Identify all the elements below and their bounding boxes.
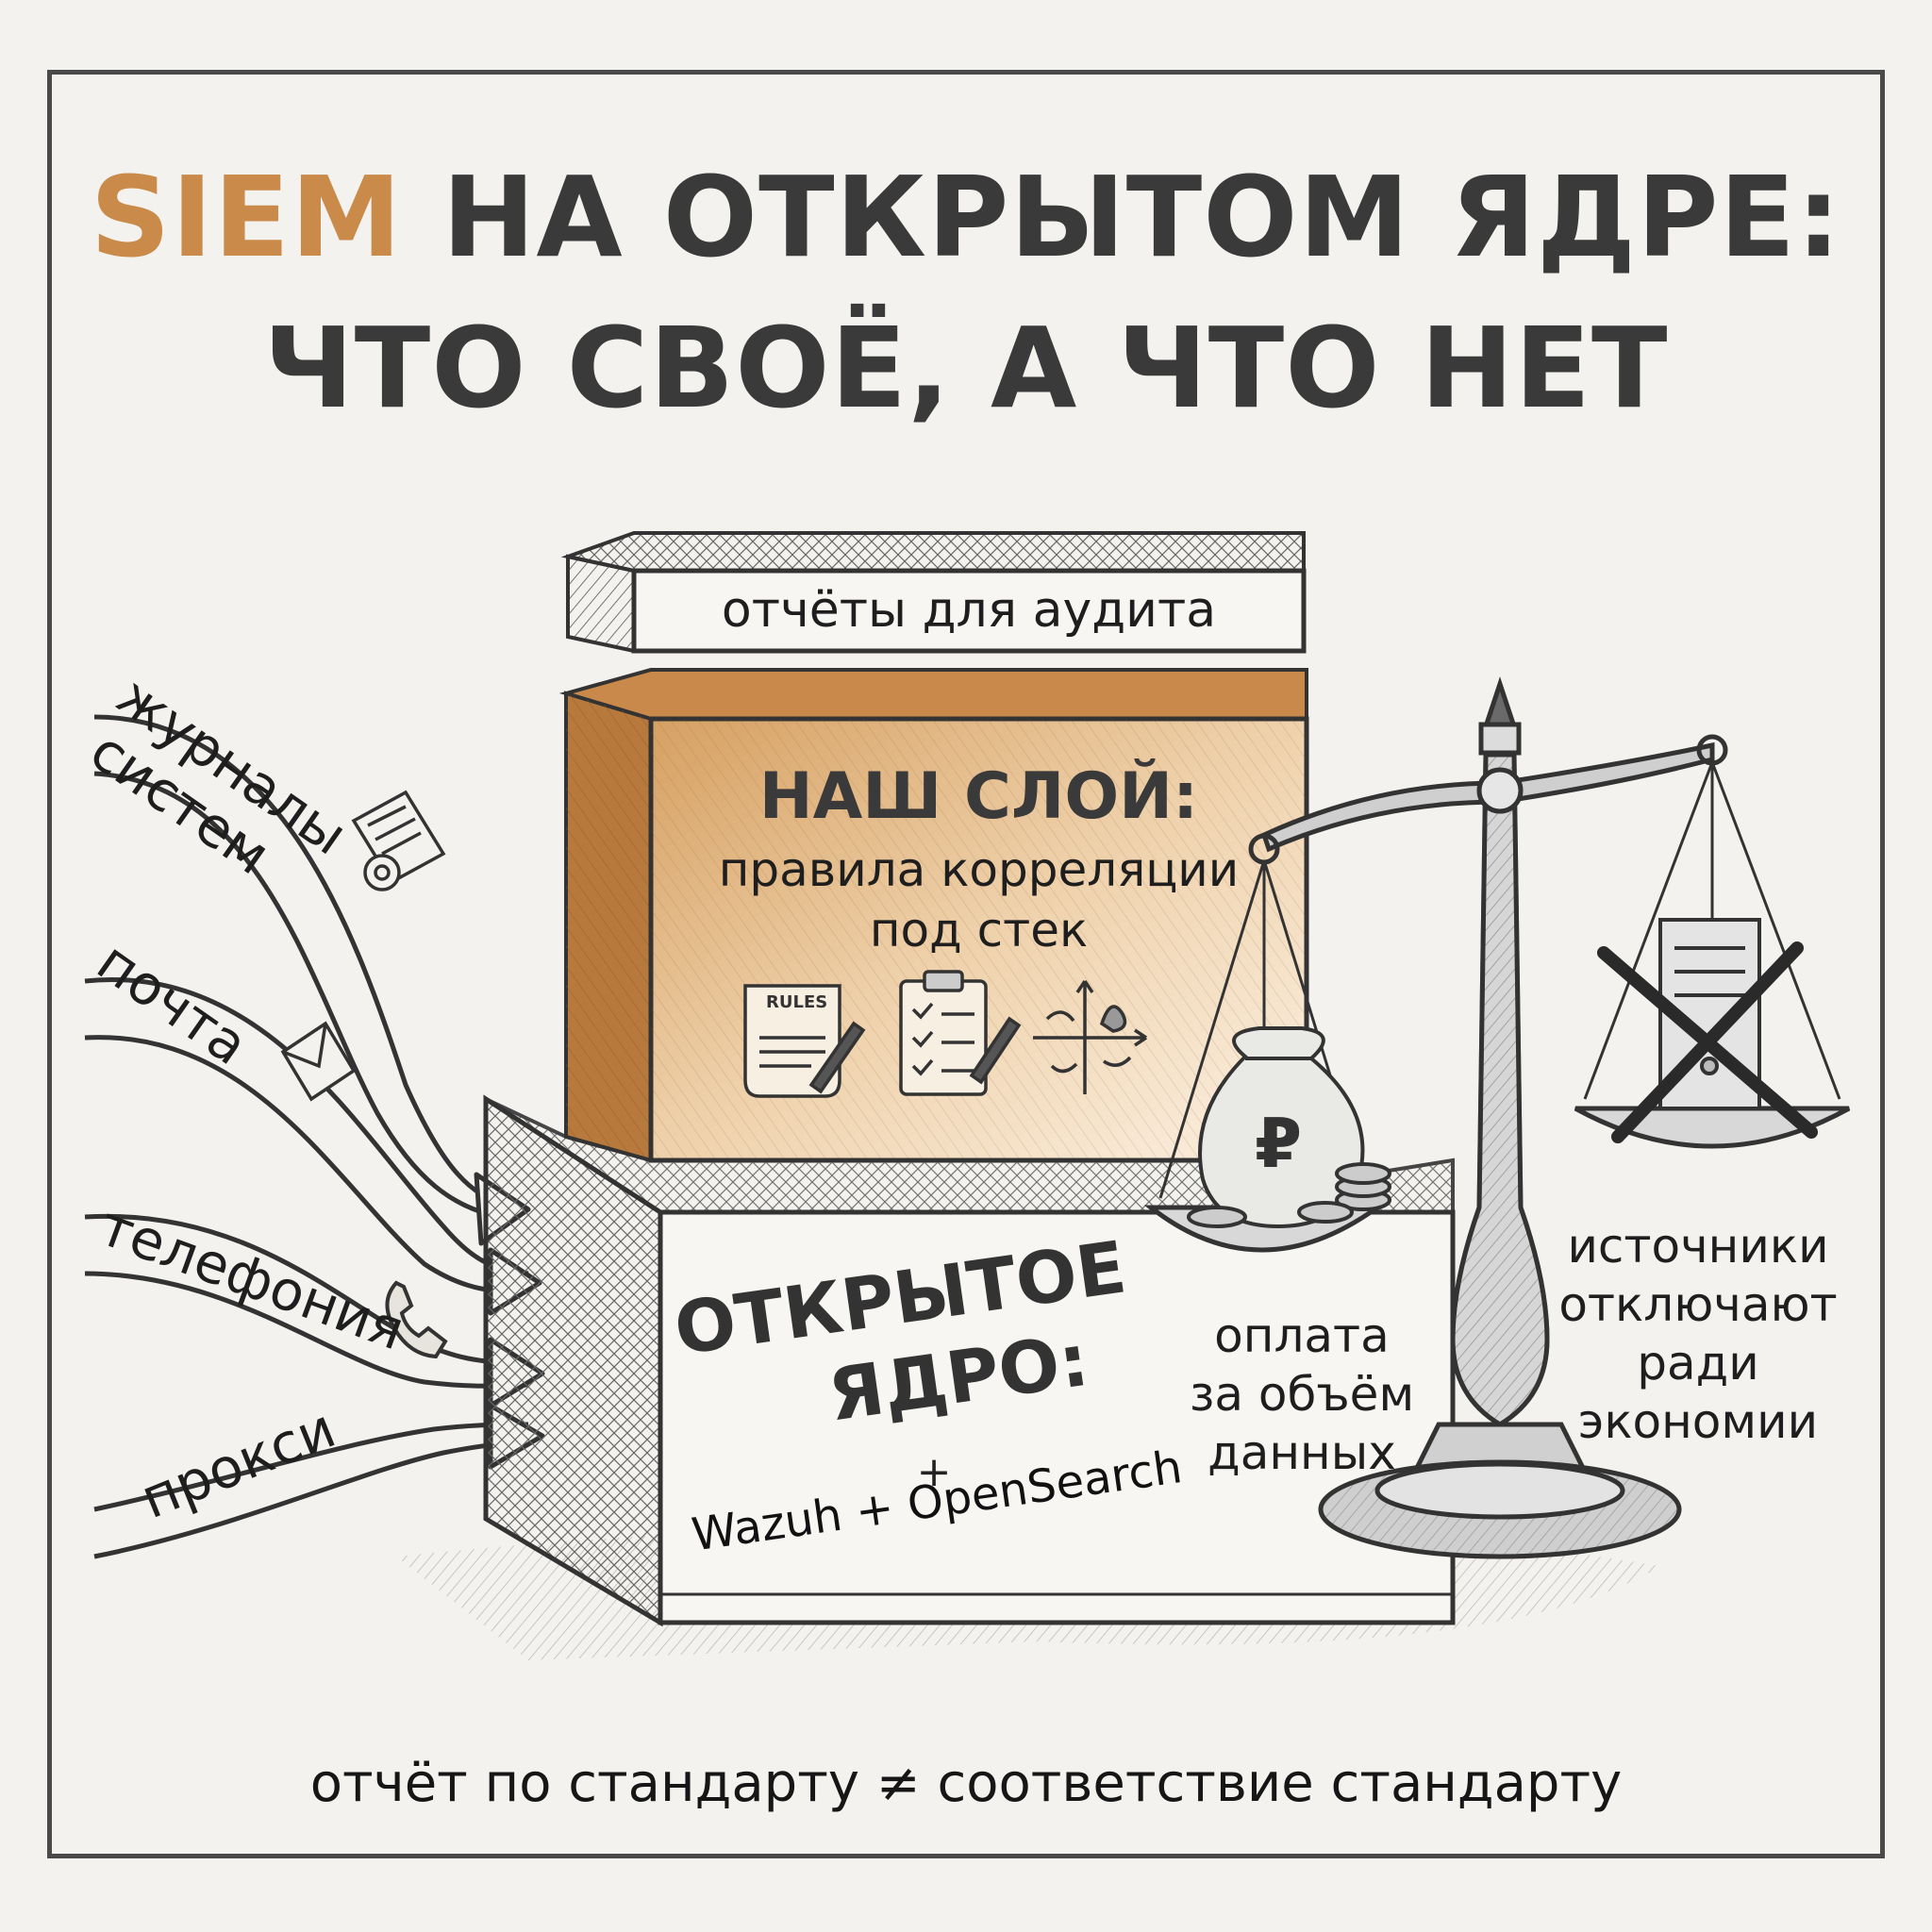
arrow-mail [84, 977, 529, 1276]
our-layer-line-1: правила корреляции [718, 842, 1240, 897]
reports-plank-label: отчёты для аудита [721, 582, 1217, 639]
rules-scroll-icon [743, 984, 866, 1098]
left-pan-label-line-1: оплата [1214, 1308, 1390, 1363]
reports-plank [560, 531, 1307, 654]
our-layer-heading: НАШ СЛОЙ: [758, 759, 1199, 834]
drawing-frame [47, 70, 1885, 1858]
title-line-2: ЧТО СВОЁ, А ЧТО НЕТ [263, 303, 1669, 433]
open-core-plus: + [916, 1448, 952, 1496]
correlation-axes-icon [1033, 980, 1147, 1094]
scale-collar [1478, 722, 1522, 756]
log-document-gear-icon [351, 790, 446, 891]
envelope-icon [280, 1021, 357, 1102]
title-line-1-rest: НА ОТКРЫТОМ ЯДРЕ: [402, 152, 1842, 282]
title-line-1: SIEM НА ОТКРЫТОМ ЯДРЕ: [0, 142, 1932, 292]
left-pan-label-line-3: данных [1208, 1425, 1396, 1480]
left-pan-label: оплата за объём данных [1160, 1307, 1443, 1482]
right-pan-label-line-1: источники [1567, 1219, 1829, 1274]
title-accent: SIEM [90, 152, 403, 282]
left-pan-label-line-2: за объём [1189, 1367, 1415, 1422]
crossed-out-server-icon [1597, 918, 1818, 1143]
our-layer-description: правила корреляции под стек [651, 840, 1307, 960]
page-title: SIEM НА ОТКРЫТОМ ЯДРЕ: ЧТО СВОЁ, А ЧТО Н… [0, 142, 1932, 443]
footer-caption: отчёт по стандарту ≠ соответствие станда… [309, 1753, 1623, 1814]
our-layer-line-2: под стек [869, 903, 1089, 958]
phone-handset-icon [385, 1280, 448, 1359]
arrow-phone-inner [84, 1271, 529, 1389]
arrow-logs [93, 714, 515, 1210]
right-pan-label-line-4: экономии [1577, 1394, 1819, 1449]
scale-finial [1482, 676, 1518, 729]
ruble-money-bag-icon [1187, 1026, 1391, 1229]
arrow-logs-inner [93, 771, 501, 1220]
clipboard-checklist-icon [899, 970, 1022, 1096]
right-pan-label: источники отключают ради экономии [1538, 1217, 1858, 1451]
right-pan-label-line-3: ради [1637, 1336, 1759, 1391]
rules-sign-label: RULES [766, 992, 828, 1012]
arrow-mail-inner [84, 1035, 520, 1295]
ruble-symbol: ₽ [1254, 1104, 1303, 1183]
arrow-phone [84, 1213, 529, 1366]
right-pan-label-line-2: отключают [1558, 1277, 1838, 1332]
